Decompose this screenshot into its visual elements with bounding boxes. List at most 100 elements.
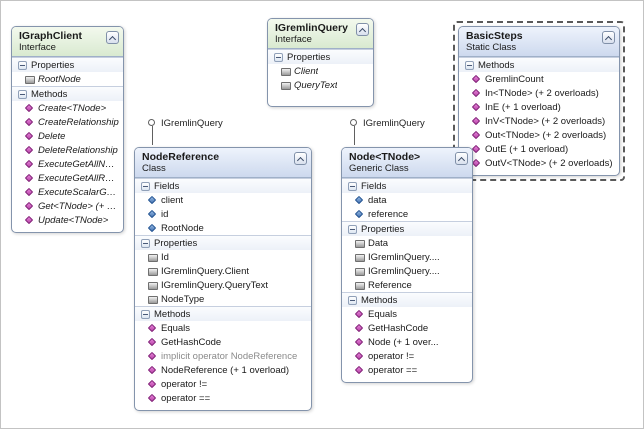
- section-header-properties[interactable]: Properties: [135, 235, 311, 250]
- section-expander-icon[interactable]: [348, 295, 357, 305]
- section-header-methods[interactable]: Methods: [12, 86, 123, 101]
- section-expander-icon[interactable]: [465, 60, 474, 70]
- member-row[interactable]: Create<TNode>: [12, 101, 123, 115]
- member-row[interactable]: ExecuteGetAllNod...: [12, 157, 123, 171]
- member-row[interactable]: NodeType: [135, 292, 311, 306]
- member-row[interactable]: Out<TNode> (+ 2 overloads): [459, 128, 619, 142]
- member-row[interactable]: IGremlinQuery.Client: [135, 264, 311, 278]
- member-label: IGremlinQuery....: [368, 265, 440, 277]
- member-label: CreateRelationship: [38, 116, 119, 128]
- class-header[interactable]: Node<TNode>Generic Class: [342, 148, 472, 178]
- member-label: QueryText: [294, 79, 338, 91]
- member-row[interactable]: data: [342, 193, 472, 207]
- member-row[interactable]: Equals: [342, 307, 472, 321]
- section-header-properties[interactable]: Properties: [342, 221, 472, 236]
- section-expander-icon[interactable]: [274, 52, 283, 62]
- member-label: In<TNode> (+ 2 overloads): [485, 87, 599, 99]
- interface-lollipop[interactable]: IGremlinQuery: [148, 118, 223, 147]
- member-label: Id: [161, 251, 169, 263]
- section-header-properties[interactable]: Properties: [12, 57, 123, 72]
- member-row[interactable]: client: [135, 193, 311, 207]
- member-row[interactable]: GetHashCode: [135, 335, 311, 349]
- member-label: id: [161, 208, 169, 220]
- method-icon: [471, 102, 481, 112]
- section-header-properties[interactable]: Properties: [268, 49, 373, 64]
- member-row[interactable]: Get<TNode> (+ 1 o...: [12, 199, 123, 213]
- member-row[interactable]: In<TNode> (+ 2 overloads): [459, 86, 619, 100]
- member-row[interactable]: CreateRelationship: [12, 115, 123, 129]
- member-row[interactable]: InV<TNode> (+ 2 overloads): [459, 114, 619, 128]
- member-row[interactable]: Reference: [342, 278, 472, 292]
- member-row[interactable]: InE (+ 1 overload): [459, 100, 619, 114]
- method-icon: [471, 88, 481, 98]
- section-header-fields[interactable]: Fields: [135, 178, 311, 193]
- class-name: NodeReference: [142, 151, 220, 163]
- member-row[interactable]: operator !=: [342, 349, 472, 363]
- method-icon: [24, 215, 34, 225]
- section-expander-icon[interactable]: [141, 181, 150, 191]
- member-label: Reference: [368, 279, 412, 291]
- member-row[interactable]: QueryText: [268, 78, 373, 92]
- member-row[interactable]: Node (+ 1 over...: [342, 335, 472, 349]
- section-header-methods[interactable]: Methods: [342, 292, 472, 307]
- property-icon: [147, 294, 158, 304]
- collapse-chevron-button[interactable]: [455, 152, 468, 165]
- section-expander-icon[interactable]: [348, 181, 357, 191]
- section-expander-icon[interactable]: [141, 309, 150, 319]
- member-row[interactable]: IGremlinQuery....: [342, 250, 472, 264]
- member-row[interactable]: operator ==: [135, 391, 311, 405]
- member-row[interactable]: Update<TNode>: [12, 213, 123, 227]
- member-row[interactable]: Data: [342, 236, 472, 250]
- member-row[interactable]: IGremlinQuery....: [342, 264, 472, 278]
- collapse-chevron-button[interactable]: [294, 152, 307, 165]
- member-row[interactable]: Delete: [12, 129, 123, 143]
- member-row[interactable]: OutV<TNode> (+ 2 overloads): [459, 156, 619, 170]
- member-label: NodeReference (+ 1 overload): [161, 364, 290, 376]
- section-header-fields[interactable]: Fields: [342, 178, 472, 193]
- member-row[interactable]: Equals: [135, 321, 311, 335]
- member-row[interactable]: DeleteRelationship: [12, 143, 123, 157]
- member-row[interactable]: Id: [135, 250, 311, 264]
- member-row[interactable]: ExecuteScalarGre...: [12, 185, 123, 199]
- member-row[interactable]: implicit operator NodeReference: [135, 349, 311, 363]
- section-header-methods[interactable]: Methods: [135, 306, 311, 321]
- collapse-chevron-button[interactable]: [356, 23, 369, 36]
- member-row[interactable]: IGremlinQuery.QueryText: [135, 278, 311, 292]
- method-icon: [24, 117, 34, 127]
- member-row[interactable]: GetHashCode: [342, 321, 472, 335]
- member-row[interactable]: NodeReference (+ 1 overload): [135, 363, 311, 377]
- collapse-chevron-button[interactable]: [106, 31, 119, 44]
- section-expander-icon[interactable]: [18, 60, 27, 70]
- interface-lollipop[interactable]: IGremlinQuery: [350, 118, 425, 147]
- property-icon: [147, 252, 158, 262]
- member-row[interactable]: operator !=: [135, 377, 311, 391]
- member-row[interactable]: RootNode: [12, 72, 123, 86]
- member-label: RootNode: [38, 73, 81, 85]
- member-row[interactable]: id: [135, 207, 311, 221]
- member-row[interactable]: Client: [268, 64, 373, 78]
- member-row[interactable]: ExecuteGetAllRela...: [12, 171, 123, 185]
- member-row[interactable]: GremlinCount: [459, 72, 619, 86]
- member-row[interactable]: RootNode: [135, 221, 311, 235]
- section-expander-icon[interactable]: [141, 238, 150, 248]
- member-row[interactable]: OutE (+ 1 overload): [459, 142, 619, 156]
- collapse-chevron-button[interactable]: [602, 31, 615, 44]
- section-expander-icon[interactable]: [18, 89, 27, 99]
- method-icon: [471, 130, 481, 140]
- section-expander-icon[interactable]: [348, 224, 357, 234]
- member-row[interactable]: operator ==: [342, 363, 472, 377]
- member-row[interactable]: reference: [342, 207, 472, 221]
- section-header-methods[interactable]: Methods: [459, 57, 619, 72]
- member-label: IGremlinQuery....: [368, 251, 440, 263]
